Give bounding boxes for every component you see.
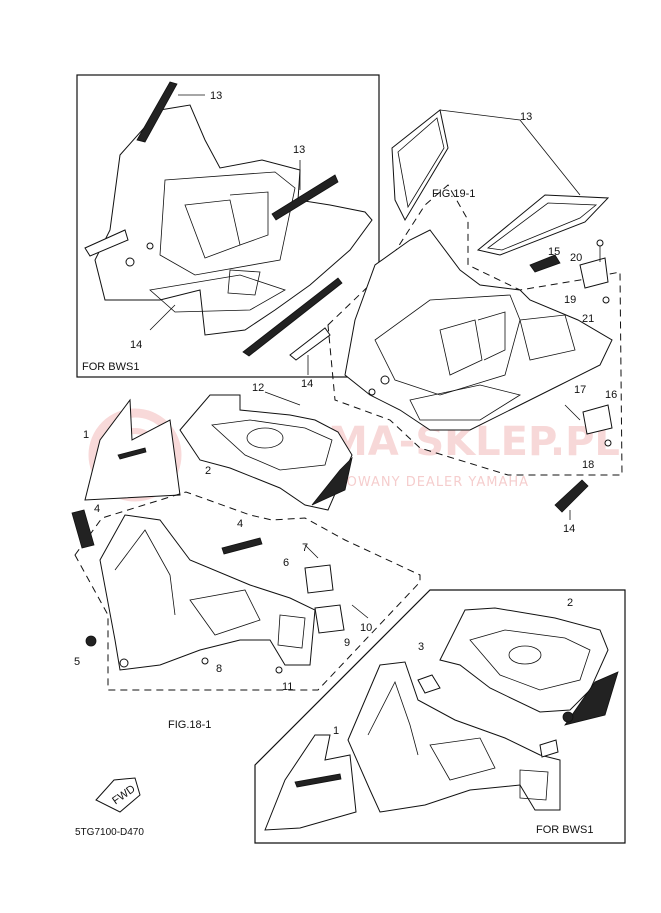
cover-2-bws1: [439, 607, 609, 713]
decal-13-panel-left: [391, 109, 449, 222]
callout-1: 1: [333, 725, 339, 737]
decal-13-panel-right: [476, 194, 610, 256]
callout-2: 2: [567, 597, 573, 609]
fig-ref-19: FIG.19-1: [432, 188, 475, 200]
decal-1: [84, 398, 181, 501]
decal-3: [417, 674, 441, 694]
decal-13-a: [136, 81, 178, 143]
callout-6: 6: [283, 557, 289, 569]
emblem-4: [71, 509, 95, 549]
emblem-4b: [221, 537, 263, 555]
fwd-arrow-icon: [95, 777, 141, 813]
callout-16: 16: [605, 389, 617, 401]
plate-6: [304, 564, 334, 594]
callout-15: 15: [548, 246, 560, 258]
fwd-indicator: FWD: [95, 777, 141, 813]
callout-13: 13: [210, 90, 222, 102]
seat-well: [159, 171, 296, 276]
assembly-dashed-region: [327, 184, 623, 476]
plate-9: [314, 604, 345, 634]
variant-frame-bottom: [254, 589, 626, 844]
callout-5: 5: [74, 656, 80, 668]
callout-13: 13: [520, 111, 532, 123]
callout-4: 4: [237, 518, 243, 530]
bottom-right-variant-box: FOR BWS1 2 3 1: [254, 589, 626, 844]
callout-12: 12: [252, 382, 264, 394]
variant-frame: [76, 74, 380, 378]
callout-8: 8: [216, 663, 222, 675]
callout-7: 7: [302, 542, 308, 554]
emblem-15: [529, 254, 561, 273]
callout-21: 21: [582, 313, 594, 325]
variant-label-bottom: FOR BWS1: [536, 824, 593, 836]
callout-20: 20: [570, 252, 582, 264]
callout-19: 19: [564, 294, 576, 306]
grommet-5: [85, 635, 97, 647]
front-assembly: 1 2 12 4 4 5 6 7 8 9: [71, 382, 421, 731]
plate-16: [582, 404, 613, 435]
callout-13: 13: [293, 144, 305, 156]
callout-14: 14: [563, 523, 575, 535]
rear-fender: [344, 229, 613, 431]
decal-14-lower: [554, 479, 589, 513]
top-left-variant-box: FOR BWS1 13 13 14: [76, 74, 380, 378]
variant-label-top: FOR BWS1: [82, 361, 139, 373]
callout-1: 1: [83, 429, 89, 441]
callout-9: 9: [344, 637, 350, 649]
decal-14-small: [289, 327, 331, 361]
callout-14: 14: [301, 378, 313, 390]
fig-ref-18: FIG.18-1: [168, 719, 211, 731]
callout-18: 18: [582, 459, 594, 471]
diagram-code: 5TG7100-D470: [75, 827, 144, 838]
callout-4: 4: [94, 503, 100, 515]
top-right-assembly: FIG.19-1 13 14 14 15 20 19: [289, 109, 623, 535]
rear-fender-top: [94, 104, 373, 336]
plate-19: [579, 257, 609, 289]
front-fender: [99, 514, 316, 671]
callout-3: 3: [418, 641, 424, 653]
callout-2: 2: [205, 465, 211, 477]
callout-17: 17: [574, 384, 586, 396]
callout-14: 14: [130, 339, 142, 351]
decal-14-a: [242, 277, 343, 357]
callout-11: 11: [282, 681, 293, 693]
callout-10: 10: [360, 622, 372, 634]
front-dashed-region: [74, 491, 421, 691]
decal-13-b: [271, 174, 339, 221]
